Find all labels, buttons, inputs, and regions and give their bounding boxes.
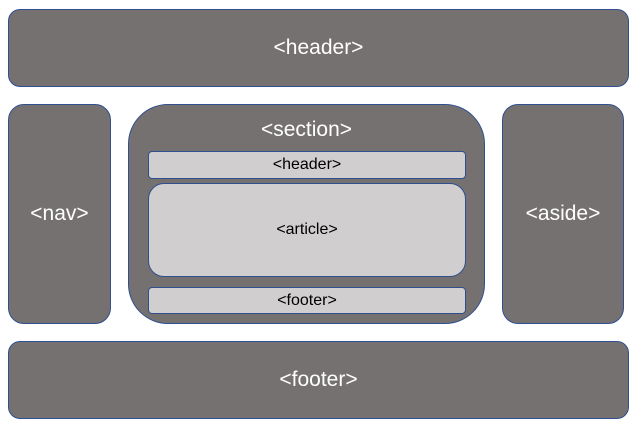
header-block-label: <header> [273, 36, 364, 59]
header-block: <header> [8, 9, 629, 87]
aside-block: <aside> [502, 104, 624, 324]
nav-block: <nav> [8, 104, 111, 324]
article-block: <article> [148, 183, 466, 277]
section-block-label: <section> [260, 118, 353, 141]
footer-block-label: <footer> [279, 368, 358, 391]
section-footer-label: <footer> [277, 291, 337, 309]
footer-block: <footer> [8, 341, 629, 419]
nav-block-label: <nav> [30, 202, 89, 225]
section-footer-block: <footer> [148, 287, 466, 314]
section-header-label: <header> [272, 156, 342, 173]
section-block: <section> <header> <article> <footer> [128, 104, 485, 324]
aside-block-label: <aside> [525, 202, 601, 225]
section-header-block: <header> [148, 151, 466, 179]
article-block-label: <article> [276, 221, 338, 238]
